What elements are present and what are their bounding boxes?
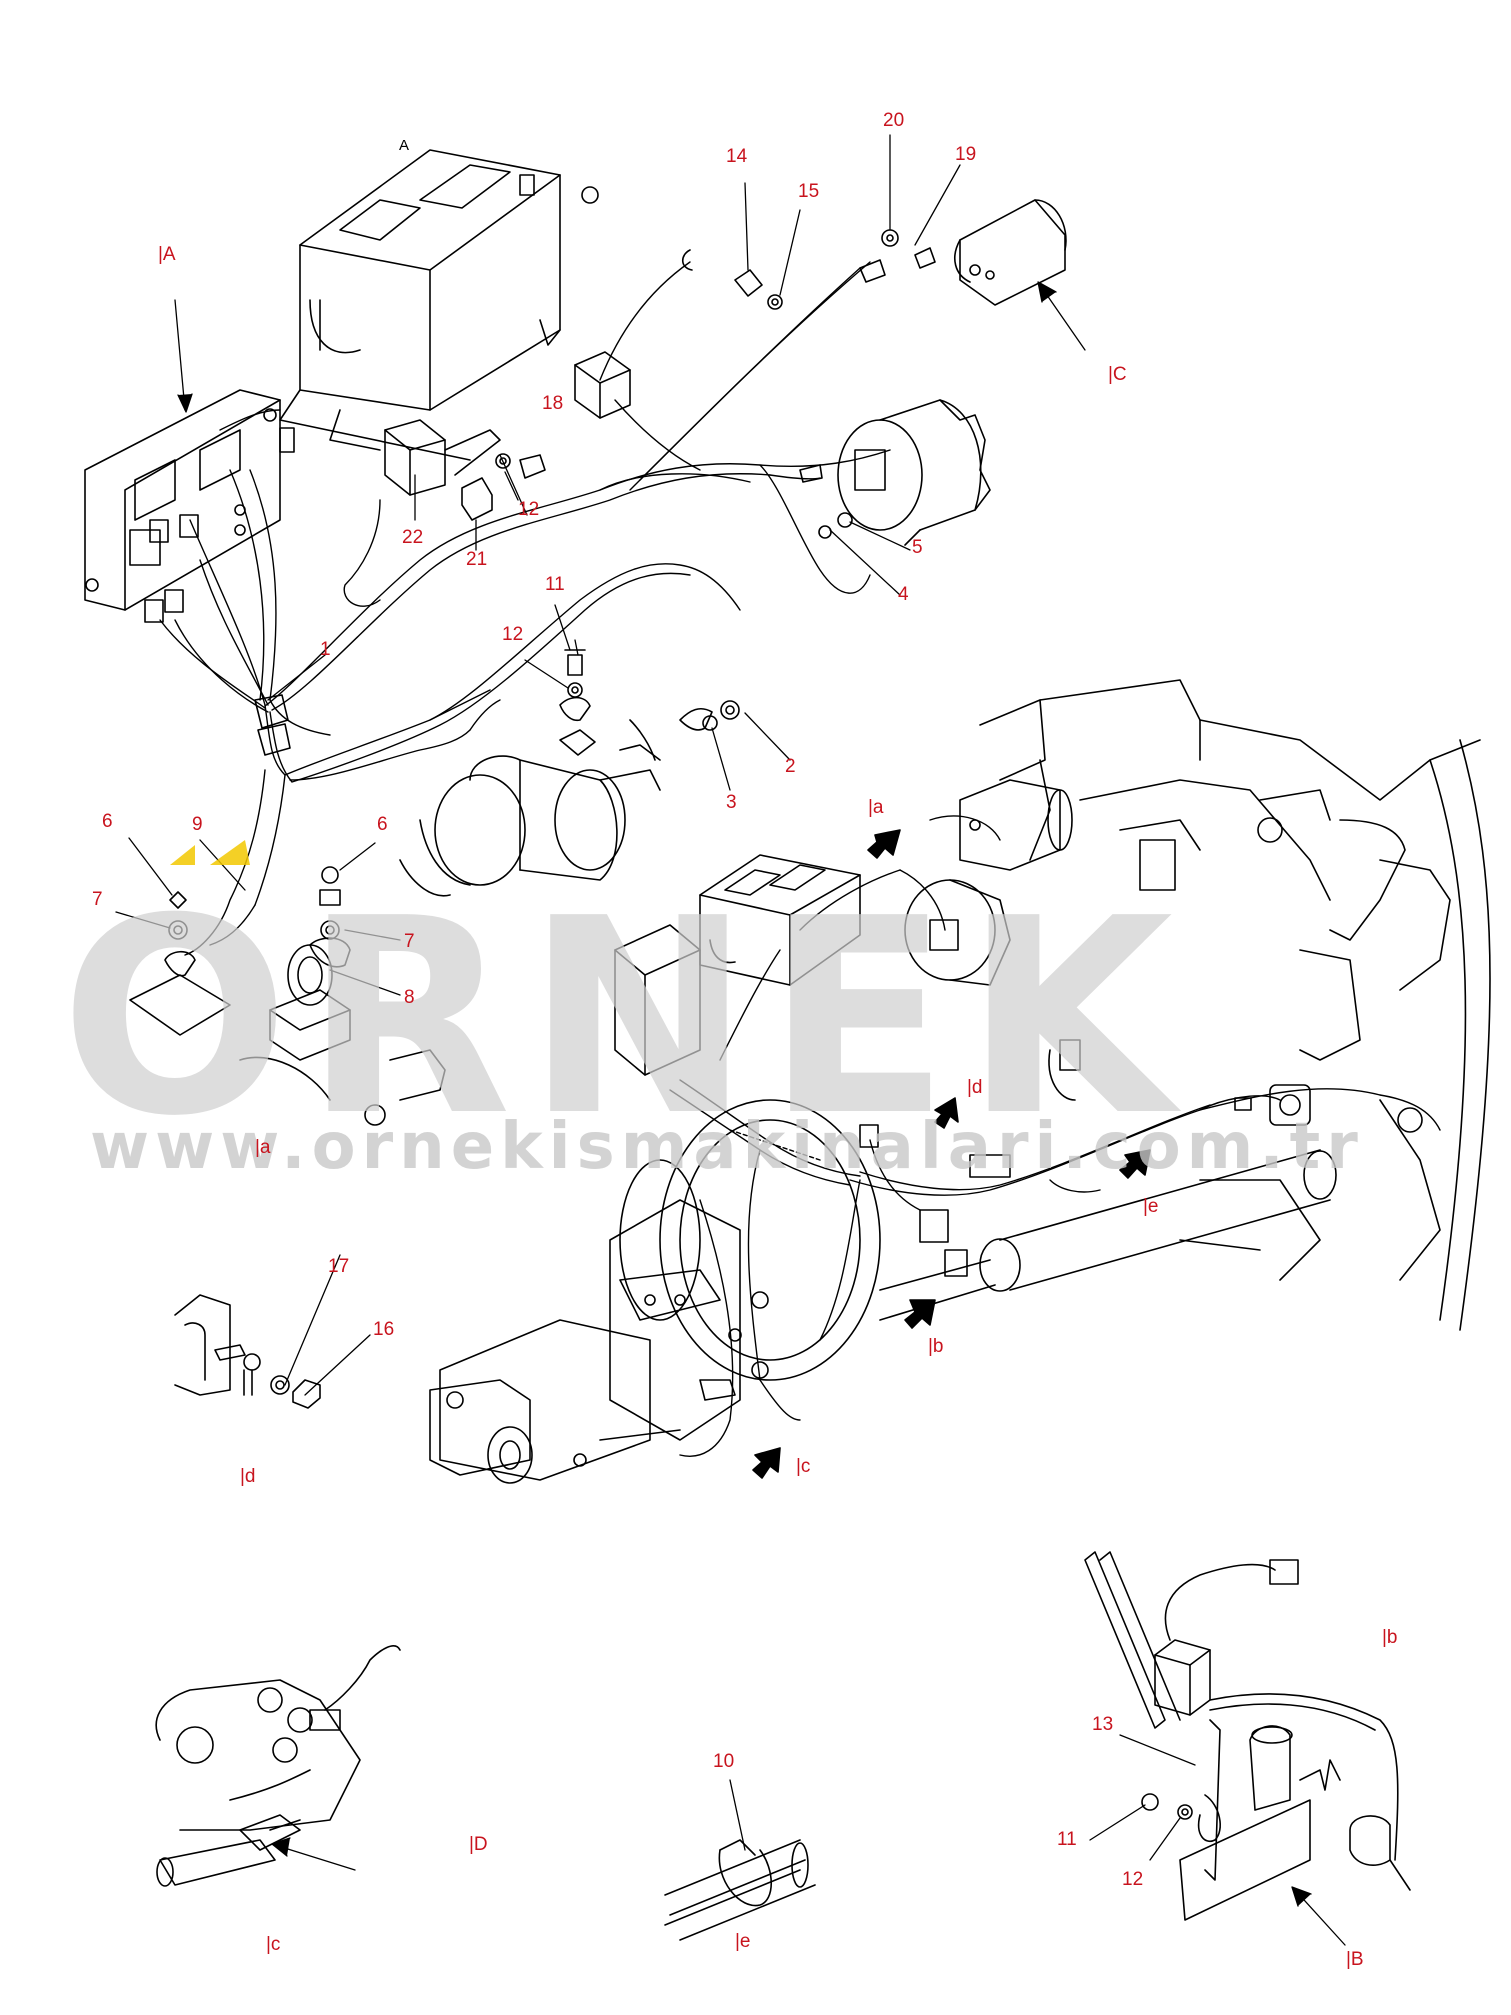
arrow-b-icon: [904, 1299, 936, 1329]
view-d-detail-label: |d: [240, 1466, 256, 1487]
arrow-a-icon: [867, 829, 901, 859]
starter-motor: [399, 719, 661, 897]
arrow-c-icon: [752, 1447, 781, 1479]
view-d-arrow-label: |d: [967, 1077, 983, 1098]
drive-shaft: [879, 1149, 1337, 1321]
view-arrows: [752, 829, 1151, 1479]
callout-7-left: 7: [92, 889, 103, 910]
arrow-d-icon: [934, 1097, 959, 1129]
callout-20: 20: [883, 110, 905, 131]
hydraulic-pump: [429, 1099, 881, 1484]
callout-6-left: 6: [102, 811, 113, 832]
callout-1: 1: [320, 639, 331, 660]
callout-10: 10: [713, 1751, 735, 1772]
grommet-assembly: [129, 866, 446, 1126]
callout-16: 16: [373, 1319, 395, 1340]
view-B-label: |B: [1346, 1949, 1364, 1970]
callout-12-lower: 12: [1122, 1869, 1144, 1890]
mid-harness-wires: [669, 815, 1441, 1457]
alternator: [799, 399, 991, 546]
connectors-mid: [859, 1039, 1423, 1277]
callout-14: 14: [726, 146, 748, 167]
callout-12-mid: 12: [518, 499, 540, 520]
callout-18: 18: [542, 393, 564, 414]
view-A-label: |A: [158, 244, 176, 265]
ground-terminal-2-3: [679, 700, 740, 731]
callout-5: 5: [912, 537, 923, 558]
view-e-arrow-label: |e: [1143, 1196, 1159, 1217]
callout-11-lower: 11: [1057, 1829, 1077, 1850]
callout-8: 8: [404, 987, 415, 1008]
view-D-label: |D: [469, 1834, 488, 1855]
callout-19: 19: [955, 144, 977, 165]
relay-box: [384, 419, 501, 496]
connector-box: [574, 351, 631, 419]
view-C-label: |C: [1108, 364, 1127, 385]
engine-block: [979, 679, 1491, 1331]
callout-9: 9: [192, 814, 203, 835]
detail-b: [1084, 1551, 1411, 1921]
view-a-arrow-label: |a: [868, 797, 884, 818]
view-b-arrow-label: |b: [928, 1336, 944, 1357]
detail-e: [664, 1839, 816, 1941]
callout-6-right: 6: [377, 814, 388, 835]
ground-terminal-11-12: [559, 649, 596, 756]
detail-c: [155, 1645, 401, 1887]
callout-12-upper: 12: [502, 624, 524, 645]
view-c-arrow-label: |c: [796, 1456, 811, 1477]
view-b-detail-label: |b: [1382, 1627, 1398, 1648]
control-panel: [84, 389, 295, 623]
view-A-mark: A: [399, 137, 410, 154]
watermark-logo-text: ORNEK: [60, 860, 1188, 1175]
fuel-filter: [859, 199, 1067, 306]
callout-11-upper: 11: [545, 574, 565, 595]
wire-end: [681, 249, 693, 271]
callout-4: 4: [898, 584, 909, 605]
callout-2: 2: [785, 756, 796, 777]
callout-21: 21: [466, 549, 488, 570]
callout-13: 13: [1092, 1714, 1114, 1735]
sensor-switch: [734, 269, 783, 310]
callout-7-right: 7: [404, 931, 415, 952]
callout-17: 17: [328, 1256, 350, 1277]
callout-3: 3: [726, 792, 737, 813]
fuse: [461, 477, 493, 521]
view-c-detail-label: |c: [266, 1934, 281, 1955]
view-a-detail-label: |a: [255, 1137, 271, 1158]
view-e-detail-label: |e: [735, 1931, 751, 1952]
arrow-e-icon: [1119, 1149, 1151, 1179]
callout-15: 15: [798, 181, 820, 202]
callout-22: 22: [402, 527, 424, 548]
fuel-filter-mid: [959, 779, 1073, 871]
watermark-logo: [170, 840, 250, 865]
watermark-url: www.ornekismakinalari.com.tr: [90, 1110, 1364, 1184]
detail-d: [174, 1294, 321, 1409]
relay-block-mid: [614, 924, 701, 1076]
harness-wires: [159, 261, 891, 956]
bolt-washer-18: [495, 453, 546, 479]
alternator-mid: [904, 879, 1011, 986]
